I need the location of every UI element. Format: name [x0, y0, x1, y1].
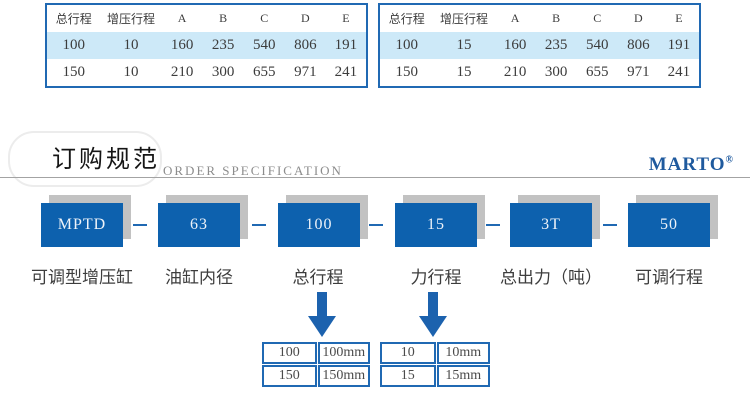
- segment-label-model: 可调型增压缸: [31, 268, 133, 287]
- table-row: 150 150mm: [262, 365, 370, 387]
- col-header: C: [260, 11, 269, 25]
- section-divider-line: [0, 177, 750, 178]
- option-table-total-stroke: 100 100mm 150 150mm: [261, 341, 371, 388]
- table-cell: 191: [325, 32, 367, 59]
- table-row: 150 15 210 300 655 971 241: [379, 59, 700, 87]
- segment-label-force-stroke: 力行程: [410, 268, 462, 287]
- table-cell: 150: [395, 64, 419, 80]
- col-header: D: [300, 11, 310, 25]
- code-box-adj-stroke: 50: [628, 203, 710, 247]
- table-row: 10 10mm: [380, 342, 490, 364]
- connector-line: [252, 224, 266, 226]
- table-cell: 235: [202, 32, 244, 59]
- section-title-cn: 订购规范: [52, 147, 160, 173]
- table-cell: 971: [294, 64, 317, 80]
- col-header: 增压行程: [440, 12, 489, 26]
- table-cell: 10: [123, 64, 139, 80]
- table-cell: 160: [494, 32, 536, 59]
- col-header: C: [593, 11, 602, 25]
- col-header: D: [633, 11, 643, 25]
- spec-table-stroke-10: 总行程 增压行程 A B C D E 100 10 160 235 540 80…: [45, 3, 368, 88]
- connector-line: [603, 224, 617, 226]
- table-cell: 100: [46, 32, 101, 59]
- table-cell: 160: [161, 32, 203, 59]
- table-cell: 100mm: [317, 342, 370, 364]
- code-box-bore: 63: [158, 203, 240, 247]
- table-cell: 210: [170, 64, 194, 80]
- table-cell: 10: [380, 342, 436, 364]
- col-header: 总行程: [388, 12, 425, 26]
- code-box-model: MPTD: [41, 203, 123, 247]
- table-cell: 15mm: [436, 365, 490, 387]
- table-row: 100 10 160 235 540 806 191: [46, 32, 367, 59]
- table-cell: 210: [503, 64, 527, 80]
- col-header: 总行程: [55, 12, 92, 26]
- col-header: A: [177, 11, 187, 25]
- table-cell: 540: [576, 32, 618, 59]
- table-cell: 150mm: [317, 365, 370, 387]
- spec-table-stroke-15: 总行程 增压行程 A B C D E 100 15 160 235 540 80…: [378, 3, 701, 88]
- brand-name: MARTO: [648, 154, 726, 175]
- table-cell: 10mm: [436, 342, 490, 364]
- code-box-force-stroke: 15: [395, 203, 477, 247]
- connector-line: [133, 224, 147, 226]
- table-row: 100 15 160 235 540 806 191: [379, 32, 700, 59]
- segment-label-adj-stroke: 可调行程: [635, 268, 703, 287]
- code-box-total-stroke: 100: [278, 203, 360, 247]
- table-cell: 100: [379, 32, 434, 59]
- table-cell: 655: [585, 64, 609, 80]
- down-arrow-icon: [419, 292, 447, 337]
- spec-table-header-row: 总行程 增压行程 A B C D E: [46, 4, 367, 32]
- connector-line: [486, 224, 500, 226]
- table-cell: 300: [544, 64, 568, 80]
- down-arrow-icon: [308, 292, 336, 337]
- col-header: B: [219, 11, 228, 25]
- table-cell: 150: [62, 64, 86, 80]
- segment-label-output-force: 总出力（吨）: [500, 268, 602, 287]
- registered-mark: ®: [725, 154, 734, 166]
- table-cell: 10: [100, 32, 162, 59]
- spec-table-header-row: 总行程 增压行程 A B C D E: [379, 4, 700, 32]
- table-cell: 655: [252, 64, 276, 80]
- option-table-force-stroke: 10 10mm 15 15mm: [379, 341, 491, 388]
- table-cell: 235: [535, 32, 577, 59]
- table-cell: 300: [211, 64, 235, 80]
- col-header: A: [510, 11, 520, 25]
- table-cell: 241: [667, 64, 691, 80]
- table-cell: 100: [262, 342, 317, 364]
- table-cell: 15: [433, 32, 495, 59]
- table-cell: 15: [380, 365, 436, 387]
- table-row: 100 100mm: [262, 342, 370, 364]
- table-cell: 241: [334, 64, 358, 80]
- segment-label-total-stroke: 总行程: [292, 268, 344, 287]
- table-cell: 15: [456, 64, 472, 80]
- table-cell: 150: [262, 365, 317, 387]
- col-header: 增压行程: [107, 12, 156, 26]
- col-header: E: [675, 11, 683, 25]
- col-header: B: [552, 11, 561, 25]
- table-cell: 806: [284, 32, 326, 59]
- connector-line: [369, 224, 383, 226]
- section-title-outline: [8, 131, 162, 187]
- code-box-output-force: 3T: [510, 203, 592, 247]
- table-cell: 540: [243, 32, 285, 59]
- section-title-en: ORDER SPECIFICATION: [163, 163, 343, 178]
- table-cell: 971: [627, 64, 650, 80]
- brand-logo: MARTO®: [649, 154, 734, 176]
- table-cell: 191: [658, 32, 700, 59]
- table-row: 150 10 210 300 655 971 241: [46, 59, 367, 87]
- table-cell: 806: [617, 32, 659, 59]
- table-row: 15 15mm: [380, 365, 490, 387]
- segment-label-bore: 油缸内径: [165, 268, 233, 287]
- col-header: E: [342, 11, 350, 25]
